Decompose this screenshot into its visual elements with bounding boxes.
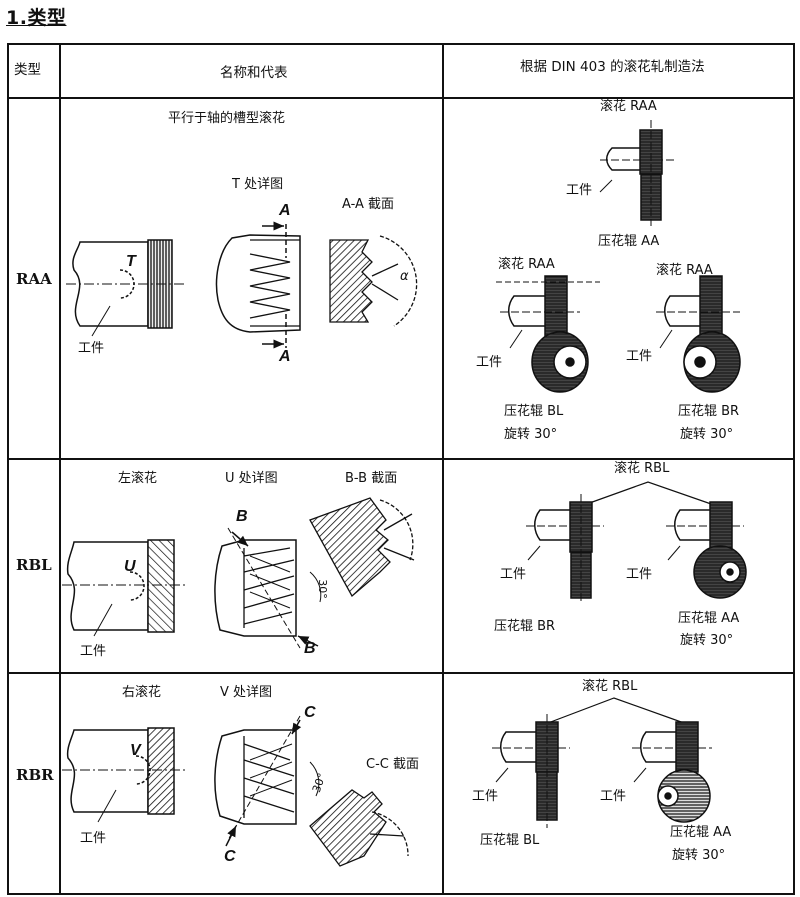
rbr-m-right-roller: 压花辊 AA [670, 825, 732, 840]
rbr-title: 右滚花 [122, 685, 162, 700]
raa-workpiece-label: 工件 [78, 341, 105, 356]
rbr-m-left-workpiece: 工件 [472, 789, 499, 804]
rbl-cut-letter-top: B [236, 508, 248, 525]
rbr-m-right-rotate: 旋转 30° [672, 848, 726, 863]
rbr-section-label: C-C 截面 [366, 757, 419, 772]
rbl-method-left-drawing [526, 494, 604, 604]
header-name: 名称和代表 [220, 65, 288, 81]
header-type: 类型 [14, 62, 41, 78]
raa-m-right-rotate: 旋转 30° [680, 427, 734, 442]
rbl-workpiece-drawing [62, 539, 188, 637]
rbl-workpiece-label: 工件 [80, 644, 107, 659]
rbl-m-knurl: 滚花 RBL [614, 461, 670, 476]
raa-cut-letter-top: A [279, 202, 291, 219]
raa-method-left-drawing [496, 275, 600, 393]
rbl-section-bb-drawing [309, 497, 415, 598]
section-heading: 1.类型 [6, 7, 67, 29]
rbl-detail-label: U 处详图 [225, 471, 278, 486]
raa-m-left-rotate: 旋转 30° [504, 427, 558, 442]
rbr-detail-v-drawing [214, 715, 320, 847]
rbl-title: 左滚花 [118, 471, 158, 486]
raa-m-left-roller: 压花辊 BL [504, 404, 564, 419]
rbr-m-left-roller: 压花辊 BL [480, 833, 540, 848]
raa-m-left-workpiece: 工件 [476, 355, 503, 370]
rbl-m-right-rotate: 旋转 30° [680, 633, 734, 648]
raa-title: 平行于轴的槽型滚花 [168, 111, 286, 126]
rbl-method-right-drawing [666, 501, 747, 599]
rbr-method-connector [547, 697, 685, 724]
rbl-method-connector [583, 481, 715, 506]
rbr-cut-letter-bottom: C [224, 848, 236, 865]
rbr-workpiece-label: 工件 [80, 831, 107, 846]
rbr-m-knurl: 滚花 RBL [582, 679, 638, 694]
rbl-detail-letter: U [124, 558, 136, 575]
raa-m-top-workpiece: 工件 [566, 183, 593, 198]
raa-detail-label: T 处详图 [232, 177, 284, 192]
rbr-cut-letter-top: C [304, 704, 316, 721]
raa-detail-letter: T [126, 253, 136, 270]
raa-m-top-knurl: 滚花 RAA [600, 99, 657, 114]
rbl-section-label: B-B 截面 [345, 471, 398, 486]
raa-section-aa-drawing [329, 235, 418, 327]
rbl-angle-30: 30° [315, 579, 329, 599]
rbl-m-left-workpiece: 工件 [500, 567, 527, 582]
rbr-detail-label: V 处详图 [220, 685, 273, 700]
rbr-section-cc-drawing [309, 789, 409, 867]
row-code-rbr: RBR [16, 766, 54, 784]
raa-cut-letter-bottom: A [279, 348, 291, 365]
rbr-method-left-drawing [492, 714, 570, 828]
raa-m-right-knurl: 滚花 RAA [656, 263, 713, 278]
raa-m-right-roller: 压花辊 BR [678, 404, 740, 419]
raa-section-label: A-A 截面 [342, 197, 395, 212]
rbl-cut-letter-bottom: B [304, 640, 316, 657]
rbr-detail-letter: V [130, 742, 141, 759]
raa-detail-t-drawing [215, 221, 301, 349]
rbl-detail-u-drawing [214, 527, 322, 649]
raa-m-right-workpiece: 工件 [626, 349, 653, 364]
rbl-m-right-workpiece: 工件 [626, 567, 653, 582]
rbl-m-right-roller: 压花辊 AA [678, 611, 740, 626]
raa-workpiece-drawing [66, 239, 186, 337]
rbr-method-right-drawing [632, 721, 712, 823]
rbr-workpiece-drawing [62, 727, 188, 823]
raa-method-right-drawing [656, 275, 741, 393]
raa-m-top-roller: 压花辊 AA [598, 234, 660, 249]
row-code-rbl: RBL [16, 556, 52, 574]
rbr-m-right-workpiece: 工件 [600, 789, 627, 804]
raa-angle-label: α [400, 269, 409, 284]
table-grid [7, 43, 795, 895]
rbl-m-left-roller: 压花辊 BR [494, 619, 556, 634]
header-method: 根据 DIN 403 的滚花轧制造法 [520, 59, 705, 75]
raa-m-left-knurl: 滚花 RAA [498, 257, 555, 272]
row-code-raa: RAA [16, 270, 52, 288]
raa-method-top-drawing [599, 120, 676, 226]
